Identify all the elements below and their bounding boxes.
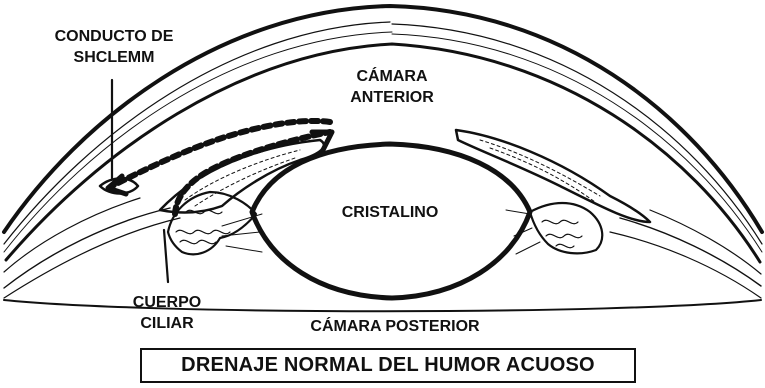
- posterior-chamber-label: CÁMARA POSTERIOR: [270, 316, 520, 337]
- wall-tissue-left-a: [4, 208, 170, 288]
- diagram-title: DRENAJE NORMAL DEL HUMOR ACUOSO: [181, 354, 595, 377]
- ciliary-label-line1: CUERPO: [112, 292, 222, 313]
- aqueous-flow-path-return: [112, 121, 330, 186]
- diagram-title-box: DRENAJE NORMAL DEL HUMOR ACUOSO: [140, 348, 636, 383]
- schlemm-canal-label: CONDUCTO DE SHCLEMM: [34, 26, 194, 68]
- anterior-label-line2: ANTERIOR: [322, 87, 462, 108]
- wall-tissue-right-c: [650, 210, 761, 274]
- ciliary-body-label: CUERPO CILIAR: [112, 292, 222, 334]
- schlemm-label-line1: CONDUCTO DE: [34, 26, 194, 47]
- ciliary-body-right: [530, 203, 602, 253]
- schlemm-label-line2: SHCLEMM: [34, 47, 194, 68]
- anterior-label-line1: CÁMARA: [322, 66, 462, 87]
- wall-tissue-left-b: [4, 218, 180, 298]
- wall-tissue-left-c: [4, 198, 140, 272]
- anterior-chamber-label: CÁMARA ANTERIOR: [322, 66, 462, 108]
- lens-label: CRISTALINO: [320, 202, 460, 223]
- ciliary-leader-line: [164, 230, 168, 282]
- ciliary-label-line2: CILIAR: [112, 313, 222, 334]
